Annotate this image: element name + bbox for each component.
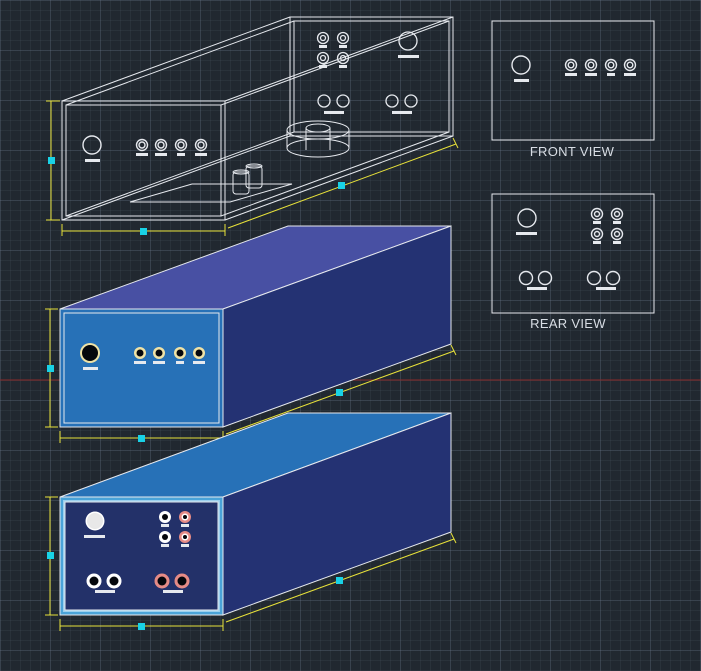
grip-handle-icon[interactable] [48, 157, 345, 235]
grip-handle-icon[interactable] [47, 552, 343, 630]
shaded-front-panel-jacks [80, 343, 205, 370]
grip-handle-icon[interactable] [47, 365, 343, 442]
wireframe-front-panel [82, 135, 208, 162]
rear-view-label: REAR VIEW [530, 316, 606, 331]
wireframe-rear-panel [316, 31, 419, 114]
shaded-rear-panel-jacks [84, 511, 191, 593]
wireframe-enclosure-icon[interactable] [61, 16, 454, 221]
shaded-enclosure-front-icon[interactable] [59, 225, 452, 428]
front-view-label: FRONT VIEW [530, 144, 615, 159]
rear-view-panel[interactable] [491, 193, 655, 314]
front-view-panel[interactable] [491, 20, 655, 141]
